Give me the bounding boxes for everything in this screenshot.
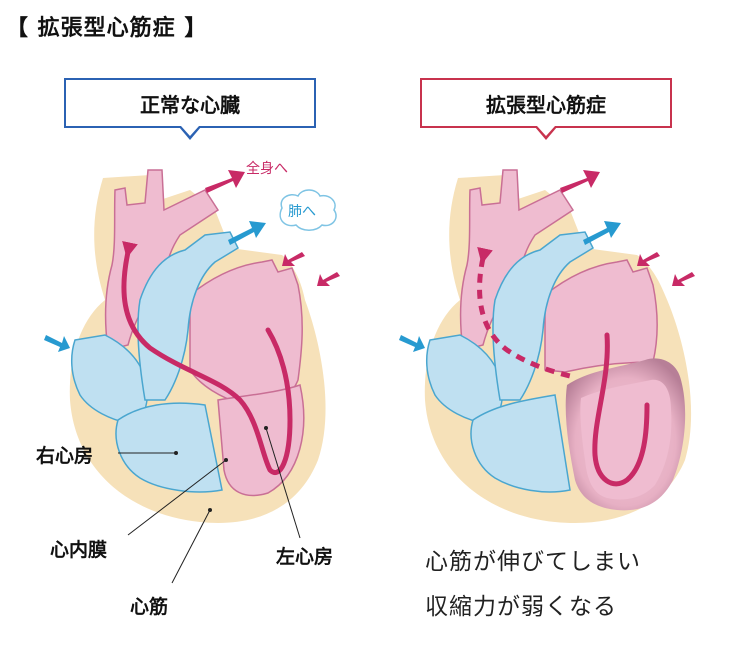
- normal-blood-flow-line: [121, 240, 293, 475]
- normal-heart-heading: 正常な心臓: [64, 78, 316, 128]
- leader-myocardium: [171, 509, 211, 584]
- label-endocardium: 心内膜: [50, 539, 108, 561]
- dcm-arrow-to-lungs: [583, 221, 621, 245]
- to-lungs-label: 肺へ: [288, 204, 316, 220]
- normal-heart: [44, 169, 340, 584]
- dcm-weak-flow-dashed: [477, 246, 571, 379]
- dcm-arrow-in-left-1: [637, 252, 660, 266]
- dcm-right-ventricle: [470, 394, 571, 493]
- normal-arrow-to-body: [205, 170, 245, 193]
- dcm-note-line-1: 心筋が伸びてしまい: [425, 549, 641, 575]
- label-myocardium: 心筋: [130, 596, 169, 618]
- page-title: 【 拡張型心筋症 】: [6, 16, 208, 41]
- dcm-aorta: [459, 169, 575, 351]
- dcm-arrow-in-left-2: [672, 272, 695, 286]
- normal-arrow-in-left-1: [282, 252, 305, 266]
- normal-arrow-in-left-2: [317, 272, 340, 286]
- dcm-left-atrium: [544, 259, 658, 373]
- lung-cloud-icon: [279, 189, 337, 231]
- normal-aorta: [104, 169, 220, 351]
- dcm-heading: 拡張型心筋症: [420, 78, 672, 128]
- normal-arrow-in-right: [44, 335, 70, 352]
- normal-arrow-to-lungs: [228, 221, 266, 245]
- to-body-label: 全身へ: [246, 161, 288, 177]
- leader-endocardium: [127, 459, 227, 536]
- dcm-arrow-in-right: [399, 335, 425, 352]
- dcm-arrow-to-body: [560, 170, 600, 193]
- dcm-note-line-2: 収縮力が弱くなる: [425, 594, 617, 620]
- label-left-atrium: 左心房: [276, 546, 334, 568]
- normal-left-atrium: [189, 259, 303, 407]
- leader-left-atrium: [265, 427, 301, 539]
- normal-right-ventricle: [115, 402, 223, 493]
- label-right-atrium: 右心房: [36, 445, 94, 467]
- dcm-heart: [399, 169, 695, 524]
- dcm-flow-line: [592, 332, 650, 487]
